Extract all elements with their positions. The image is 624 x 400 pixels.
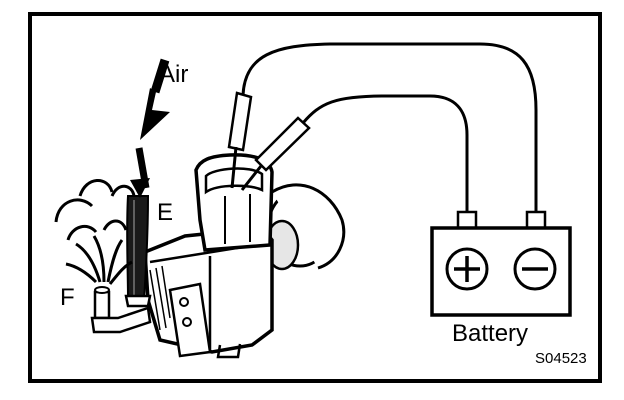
bracket-foot	[216, 343, 242, 359]
connector-ridge	[224, 194, 251, 244]
spray-curve-2	[78, 179, 114, 197]
port-f-nozzle	[90, 286, 152, 334]
spray-jet-1	[75, 242, 102, 283]
body-shading	[149, 265, 171, 331]
port-e-hose	[124, 195, 152, 308]
air-label: Air	[159, 61, 188, 88]
air-spray-icon	[54, 179, 136, 285]
test-probe-left	[227, 91, 253, 189]
probe-right-tip	[240, 165, 263, 191]
probe-left-tip	[230, 146, 238, 189]
figure-code: S04523	[535, 350, 587, 367]
spray-jet-3	[106, 239, 124, 283]
spray-curve-1	[54, 198, 94, 223]
spray-jet-4	[65, 262, 98, 284]
spray-curve-3	[110, 184, 136, 197]
port-e-hose-body	[126, 195, 150, 301]
spray-jet-5	[108, 260, 133, 285]
spray-curve-4	[66, 224, 98, 241]
air-arrow-shaft	[150, 58, 170, 94]
port-f-base	[90, 306, 152, 334]
probe-left-body	[227, 91, 253, 152]
battery	[430, 210, 572, 317]
wire-to-negative-terminal	[241, 42, 538, 212]
port-e-nipple	[124, 294, 152, 308]
test-probe-right	[240, 116, 311, 191]
bracket-hole-1	[179, 297, 189, 307]
air-arrow-head	[140, 88, 170, 140]
wire-to-positive-terminal	[301, 94, 469, 215]
port-e-label: E	[157, 199, 173, 226]
plus-icon	[454, 256, 480, 282]
vsv-valve	[143, 153, 346, 359]
coil-cylinder-top	[271, 183, 346, 270]
battery-label: Battery	[452, 320, 528, 347]
port-f-tube	[93, 290, 111, 320]
spray-jet-2	[92, 235, 106, 283]
spray-curve-5	[102, 219, 128, 231]
air-arrow-lower-head	[130, 178, 150, 198]
air-flow-arrow	[130, 58, 170, 198]
bracket-hole-2	[182, 317, 192, 327]
port-f-label: F	[60, 284, 75, 311]
probe-right-body	[254, 116, 311, 172]
port-f-opening	[94, 286, 110, 294]
